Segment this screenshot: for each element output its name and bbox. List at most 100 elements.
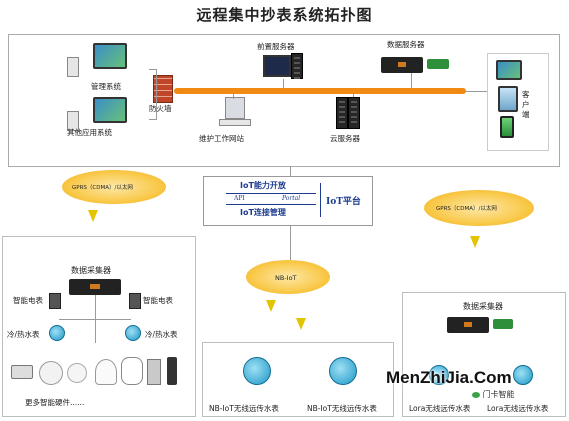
data-server-label: 数据服务器 bbox=[387, 40, 425, 49]
phone-icon bbox=[500, 116, 514, 138]
network-cloud-left bbox=[62, 170, 166, 204]
connector-line bbox=[466, 91, 487, 92]
water-meter-icon bbox=[243, 357, 271, 385]
lightning-icon bbox=[296, 318, 306, 330]
smart-meter-icon bbox=[49, 293, 61, 309]
collector-group-left: 数据采集器 智能电表 智能电表 冷/热水表 冷/热水表 更多智能硬件...... bbox=[2, 236, 196, 417]
divider bbox=[226, 204, 316, 205]
watermark-brand: 门卡智能 bbox=[470, 389, 517, 400]
water-meter-icon bbox=[429, 365, 449, 385]
switch-panel-icon bbox=[147, 359, 161, 385]
more-hardware-label: 更多智能硬件...... bbox=[25, 398, 85, 407]
iot-open-label: IoT能力开放 bbox=[240, 181, 286, 190]
watermark-brand-label: 门卡智能 bbox=[482, 390, 515, 399]
data-collector-icon bbox=[447, 317, 489, 333]
data-server-icon bbox=[381, 57, 423, 73]
collector-label: 数据采集器 bbox=[71, 266, 111, 275]
smoke-detector-icon bbox=[39, 361, 63, 385]
cloud-left-label: GPRS（CDMA）/以太网 bbox=[72, 185, 133, 191]
wechat-icon bbox=[472, 391, 480, 398]
iot-mgmt-label: IoT连接管理 bbox=[240, 208, 286, 217]
water-meter-icon bbox=[513, 365, 533, 385]
sensor-icon bbox=[67, 363, 87, 383]
front-server-node: 前置服务器 bbox=[249, 41, 319, 87]
lightning-icon bbox=[266, 300, 276, 312]
lightning-icon bbox=[470, 236, 480, 248]
server-rack-icon bbox=[336, 97, 348, 129]
iot-platform: IoT能力开放 API Portal IoT连接管理 IoT平台 bbox=[203, 176, 373, 226]
network-bus bbox=[174, 88, 466, 94]
data-collector-icon bbox=[69, 279, 121, 295]
connector-line bbox=[149, 69, 157, 70]
monitor-icon bbox=[496, 60, 522, 80]
pc-tower-icon bbox=[67, 57, 79, 77]
connector-line bbox=[59, 319, 131, 320]
watermark-text: MenZhiJia.Com bbox=[386, 368, 512, 387]
collector-label: 数据采集器 bbox=[463, 302, 503, 311]
data-center-panel: 管理系统 其他应用系统 防火墙 前置服务器 数据服务器 维护工作网站 bbox=[8, 34, 560, 167]
smart-meter-label: 智能电表 bbox=[143, 296, 173, 305]
water-meter-label: 冷/热水表 bbox=[7, 330, 40, 339]
pc-tower-icon bbox=[67, 111, 79, 131]
nb-meter-label: NB-IoT无线远传水表 bbox=[307, 404, 377, 413]
cloud-nb-label: NB-IoT bbox=[275, 274, 297, 282]
monitor-icon bbox=[93, 43, 127, 69]
connector-line bbox=[156, 69, 157, 119]
maint-station-label: 维护工作网站 bbox=[199, 134, 244, 143]
connector-line bbox=[353, 93, 354, 97]
firewall-label: 防火墙 bbox=[149, 104, 172, 113]
lora-meter-label: Lora无线远传水表 bbox=[409, 404, 471, 413]
nb-meter-group: NB-IoT无线远传水表 NB-IoT无线远传水表 bbox=[202, 342, 394, 417]
monitor-icon bbox=[93, 97, 127, 123]
firewall-icon bbox=[153, 75, 173, 103]
mgmt-system-node: 管理系统 bbox=[67, 41, 147, 91]
connector-line bbox=[411, 73, 412, 89]
mgmt-system-label: 管理系统 bbox=[91, 82, 121, 91]
server-rack-icon bbox=[348, 97, 360, 129]
water-meter-icon bbox=[49, 325, 65, 341]
tablet-icon bbox=[498, 86, 518, 112]
portal-badge: Portal bbox=[282, 195, 301, 202]
connector-line bbox=[290, 166, 291, 176]
divider bbox=[320, 183, 321, 217]
lightning-icon bbox=[88, 210, 98, 222]
connector-line bbox=[233, 93, 234, 99]
cloud-right-label: GPRS（CDMA）/以太网 bbox=[436, 206, 497, 212]
door-lock-icon bbox=[167, 357, 177, 385]
other-apps-node: 其他应用系统 bbox=[67, 95, 147, 145]
smart-meter-label: 智能电表 bbox=[13, 296, 43, 305]
workstation-icon bbox=[225, 97, 245, 119]
server-tower-icon bbox=[291, 53, 303, 79]
connector-line bbox=[149, 119, 157, 120]
network-cloud-right bbox=[424, 190, 534, 226]
water-meter-icon bbox=[125, 325, 141, 341]
connector-line bbox=[283, 79, 284, 89]
firewall-node: 防火墙 bbox=[149, 75, 189, 115]
alarm-icon bbox=[95, 359, 117, 385]
water-meter-icon bbox=[329, 357, 357, 385]
connector-line bbox=[290, 225, 291, 260]
smart-meter-icon bbox=[129, 293, 141, 309]
diagram-title: 远程集中抄表系统拓扑图 bbox=[196, 6, 373, 24]
lora-meter-label: Lora无线远传水表 bbox=[487, 404, 549, 413]
maint-station-node: 维护工作网站 bbox=[199, 97, 279, 145]
camera-icon bbox=[11, 365, 33, 379]
monitor-icon bbox=[263, 55, 291, 77]
client-group: 客户端 bbox=[487, 53, 549, 151]
iot-platform-name: IoT平台 bbox=[326, 197, 361, 207]
ip-camera-icon bbox=[121, 357, 143, 385]
other-apps-label: 其他应用系统 bbox=[67, 128, 112, 137]
keyboard-icon bbox=[219, 119, 251, 126]
connector-plug-icon bbox=[493, 319, 513, 329]
client-label: 客户端 bbox=[522, 90, 530, 119]
data-server-node: 数据服务器 bbox=[381, 39, 471, 85]
cloud-server-node: 云服务器 bbox=[324, 95, 384, 147]
water-meter-label: 冷/热水表 bbox=[145, 330, 178, 339]
nb-meter-label: NB-IoT无线远传水表 bbox=[209, 404, 279, 413]
front-server-label: 前置服务器 bbox=[257, 42, 295, 51]
connector-plug-icon bbox=[427, 59, 449, 69]
network-cloud-nb bbox=[246, 260, 330, 294]
divider bbox=[226, 193, 316, 194]
api-badge: API bbox=[234, 195, 245, 202]
cloud-server-label: 云服务器 bbox=[330, 134, 360, 143]
